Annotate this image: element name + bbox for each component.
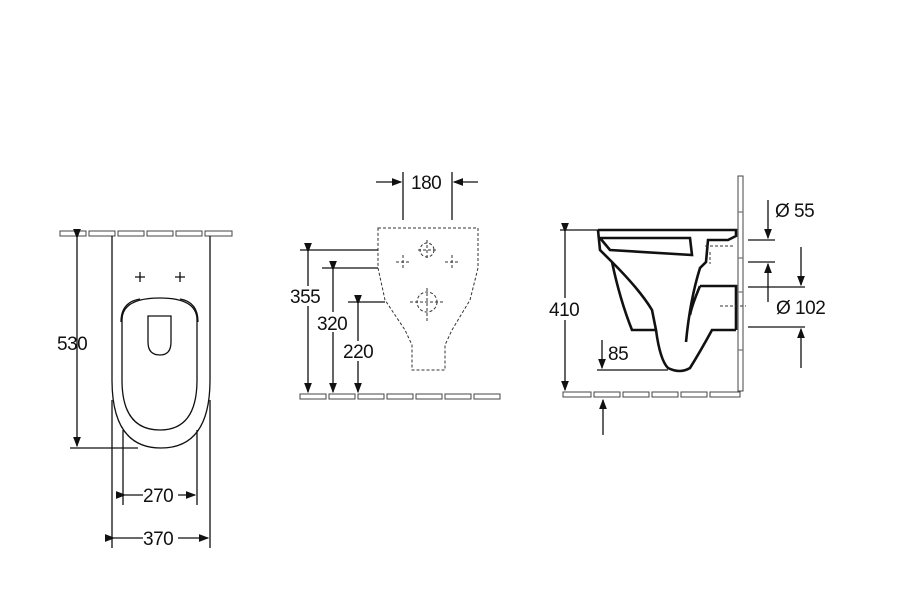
bowl-profile [596, 228, 738, 373]
seat-outline [121, 297, 198, 431]
floor-strip [562, 391, 741, 398]
mounting-view: 180 355 320 220 [289, 172, 501, 400]
lid-outline [120, 298, 199, 323]
fixing-spacing-label: 180 [411, 173, 441, 194]
mounting-frame-outline [377, 227, 479, 371]
side-view: 410 85 Ø 55 Ø 102 [548, 175, 826, 435]
bowl-outline [111, 236, 211, 449]
fixing-hole-icon [396, 240, 459, 322]
overall-width-label: 370 [143, 529, 173, 550]
seat-width-label: 270 [143, 486, 173, 507]
height-lower-label: 220 [343, 342, 373, 363]
inlet-diameter-label: Ø 55 [775, 201, 814, 222]
outlet-height-label: 85 [608, 344, 628, 365]
rim-height-label: 410 [549, 300, 579, 321]
floor-strip [299, 393, 501, 400]
fixing-hole-icon [135, 272, 185, 282]
wall-strip [59, 230, 233, 237]
seat-inner [147, 315, 172, 356]
front-view: 530 270 370 [57, 228, 233, 550]
wall-strip [737, 175, 744, 392]
outlet-diameter-label: Ø 102 [776, 298, 825, 319]
height-upper-label: 355 [290, 287, 320, 308]
height-label: 530 [57, 334, 87, 355]
height-middle-label: 320 [317, 314, 347, 335]
